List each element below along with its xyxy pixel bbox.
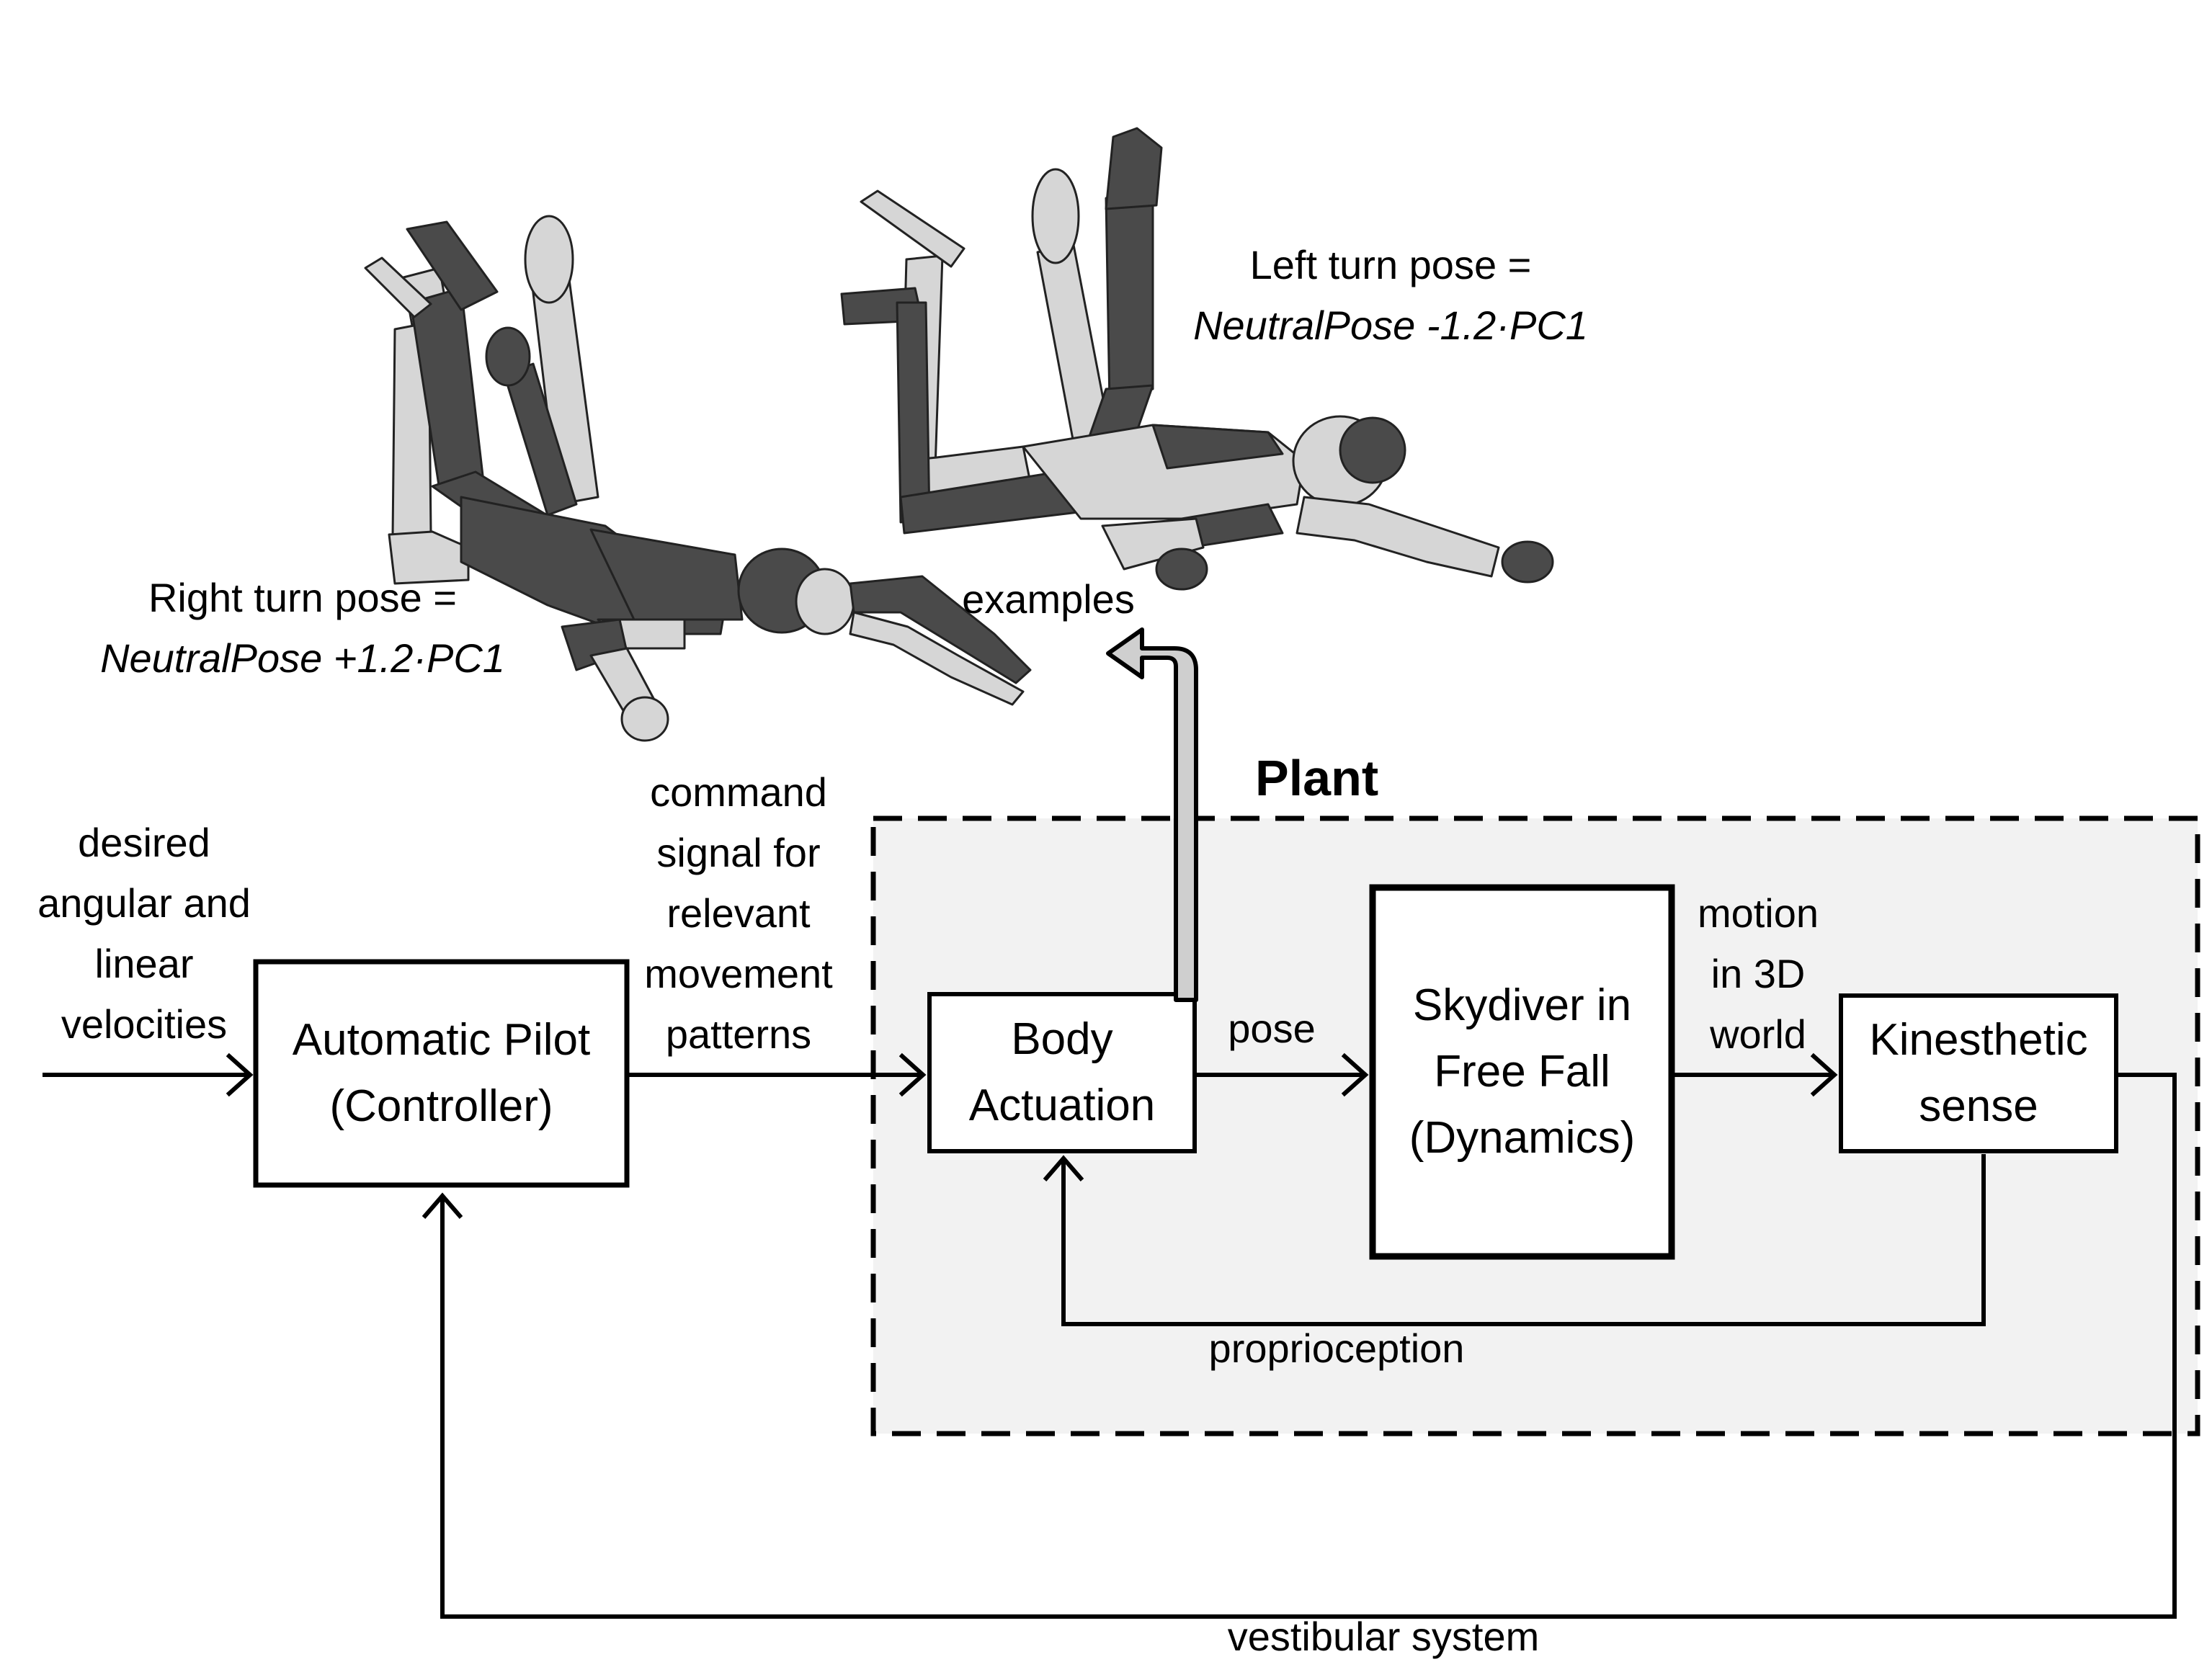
autopilot-box <box>253 959 630 1188</box>
command-signal-label: command signal for relevant movement pat… <box>620 762 857 1065</box>
vestibular-label: vestibular system <box>1227 1614 1540 1659</box>
skydiver-line1: Skydiver in <box>1412 980 1632 1030</box>
signal-arrows <box>43 1053 1838 1097</box>
input-line-1: desired <box>78 820 210 865</box>
command-line-1: command <box>650 769 827 815</box>
examples-arrow <box>1106 627 1198 1002</box>
pose-label: pose <box>1228 1006 1316 1051</box>
left-pose-line1: Left turn pose = <box>1249 242 1532 287</box>
body-actuation-label: Body Actuation <box>929 994 1195 1151</box>
command-line-4: movement <box>644 951 833 996</box>
autopilot-line1: Automatic Pilot <box>292 1015 591 1065</box>
examples-label: examples <box>962 576 1135 622</box>
motion-line-3: world <box>1710 1011 1806 1057</box>
skydiver-line2: Free Fall <box>1434 1047 1610 1096</box>
body-actuation-box <box>927 992 1197 1153</box>
proprioception-loop <box>1043 1154 1986 1326</box>
input-line-4: velocities <box>61 1001 228 1047</box>
skydiver-box <box>1369 884 1675 1260</box>
command-line-2: signal for <box>656 830 821 875</box>
kinesthetic-line2: sense <box>1919 1081 2038 1131</box>
left-pose-annotation: Left turn pose = NeutralPose -1.2·PC1 <box>1167 235 1614 356</box>
kinesthetic-box <box>1839 993 2118 1153</box>
input-line-3: linear <box>94 941 194 986</box>
kinesthetic-line1: Kinesthetic <box>1869 1015 2088 1065</box>
right-pose-line1: Right turn pose = <box>148 575 458 620</box>
plant-title: Plant <box>1255 750 1379 806</box>
autopilot-line2: (Controller) <box>329 1081 553 1131</box>
autopilot-label: Automatic Pilot (Controller) <box>256 962 627 1185</box>
motion-line-2: in 3D <box>1711 951 1806 996</box>
right-pose-line2: NeutralPose +1.2·PC1 <box>100 635 505 681</box>
motion-label: motion in 3D world <box>1672 883 1845 1065</box>
body-actuation-line2: Actuation <box>968 1081 1156 1130</box>
command-line-5: patterns <box>665 1011 812 1057</box>
right-turn-figure <box>364 215 1032 742</box>
command-line-3: relevant <box>666 890 811 936</box>
skydiver-label: Skydiver in Free Fall (Dynamics) <box>1373 888 1672 1256</box>
motion-line-1: motion <box>1697 890 1819 936</box>
vestibular-loop <box>422 1073 2177 1619</box>
skydiver-line3: (Dynamics) <box>1409 1113 1636 1163</box>
right-pose-annotation: Right turn pose = NeutralPose +1.2·PC1 <box>72 568 533 689</box>
input-signal-label: desired angular and linear velocities <box>14 813 274 1055</box>
body-actuation-line1: Body <box>1011 1014 1113 1064</box>
proprioception-label: proprioception <box>1208 1326 1465 1371</box>
kinesthetic-label: Kinesthetic sense <box>1841 996 2116 1151</box>
left-turn-figure <box>840 127 1554 591</box>
input-line-2: angular and <box>37 880 251 926</box>
left-pose-line2: NeutralPose -1.2·PC1 <box>1193 303 1588 348</box>
